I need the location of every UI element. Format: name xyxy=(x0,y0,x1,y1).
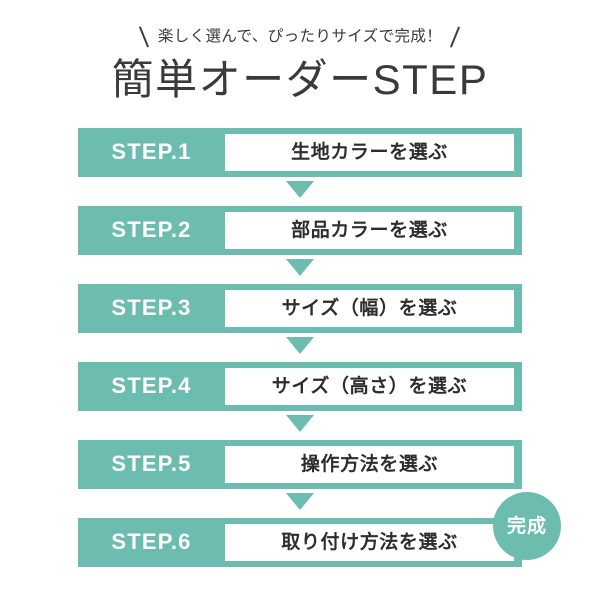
step-label: STEP.6 xyxy=(111,529,192,554)
step-label: STEP.1 xyxy=(111,139,192,164)
step-label: STEP.2 xyxy=(111,217,192,242)
step-block-2: STEP.2 部品カラーを選ぶ xyxy=(78,206,522,284)
step-panel-text: サイズ（高さ）を選ぶ xyxy=(271,376,468,397)
step-panel[interactable]: 取り付け方法を選ぶ xyxy=(225,524,514,561)
slash-left-icon xyxy=(138,26,151,48)
tagline: 楽しく選んで、ぴったりサイズで完成！ xyxy=(0,26,600,48)
page-title: 簡単オーダーSTEP xyxy=(111,56,489,103)
step-panel-text: サイズ（幅）を選ぶ xyxy=(281,298,458,319)
step-row[interactable]: STEP.3 サイズ（幅）を選ぶ xyxy=(78,284,522,333)
step-row[interactable]: STEP.4 サイズ（高さ）を選ぶ xyxy=(78,362,522,411)
completion-badge-label: 完成 xyxy=(506,515,547,537)
step-panel-text: 取り付け方法を選ぶ xyxy=(281,532,458,553)
step-block-3: STEP.3 サイズ（幅）を選ぶ xyxy=(78,284,522,362)
arrow-down-icon xyxy=(286,337,314,354)
step-block-6: STEP.6 取り付け方法を選ぶ xyxy=(78,518,522,567)
step-panel[interactable]: 生地カラーを選ぶ xyxy=(225,134,514,171)
step-label: STEP.4 xyxy=(111,373,192,398)
connector-5-to-6 xyxy=(78,489,522,518)
arrow-down-icon xyxy=(286,181,314,198)
step-block-4: STEP.4 サイズ（高さ）を選ぶ xyxy=(78,362,522,440)
step-row[interactable]: STEP.5 操作方法を選ぶ xyxy=(78,440,522,489)
connector-4-to-5 xyxy=(78,411,522,440)
step-label: STEP.3 xyxy=(111,295,192,320)
step-panel[interactable]: 部品カラーを選ぶ xyxy=(225,212,514,249)
completion-badge: 完成 xyxy=(493,492,561,560)
step-panel[interactable]: サイズ（高さ）を選ぶ xyxy=(225,368,514,405)
step-panel-text: 生地カラーを選ぶ xyxy=(291,142,448,163)
slash-right-icon xyxy=(449,26,462,48)
arrow-down-icon xyxy=(286,259,314,276)
step-block-5: STEP.5 操作方法を選ぶ xyxy=(78,440,522,518)
step-panel[interactable]: サイズ（幅）を選ぶ xyxy=(225,290,514,327)
step-panel-text: 操作方法を選ぶ xyxy=(300,454,439,475)
step-row[interactable]: STEP.6 取り付け方法を選ぶ xyxy=(78,518,522,567)
step-row[interactable]: STEP.2 部品カラーを選ぶ xyxy=(78,206,522,255)
arrow-down-icon xyxy=(286,493,314,510)
step-list: STEP.1 生地カラーを選ぶ STEP.2 部品カラーを選ぶ xyxy=(78,128,522,567)
step-panel-text: 部品カラーを選ぶ xyxy=(291,220,448,241)
step-label: STEP.5 xyxy=(111,451,192,476)
step-row[interactable]: STEP.1 生地カラーを選ぶ xyxy=(78,128,522,177)
arrow-down-icon xyxy=(286,415,314,432)
connector-2-to-3 xyxy=(78,255,522,284)
step-block-1: STEP.1 生地カラーを選ぶ xyxy=(78,128,522,206)
connector-3-to-4 xyxy=(78,333,522,362)
connector-1-to-2 xyxy=(78,177,522,206)
tagline-text: 楽しく選んで、ぴったりサイズで完成！ xyxy=(157,28,443,45)
step-panel[interactable]: 操作方法を選ぶ xyxy=(225,446,514,483)
